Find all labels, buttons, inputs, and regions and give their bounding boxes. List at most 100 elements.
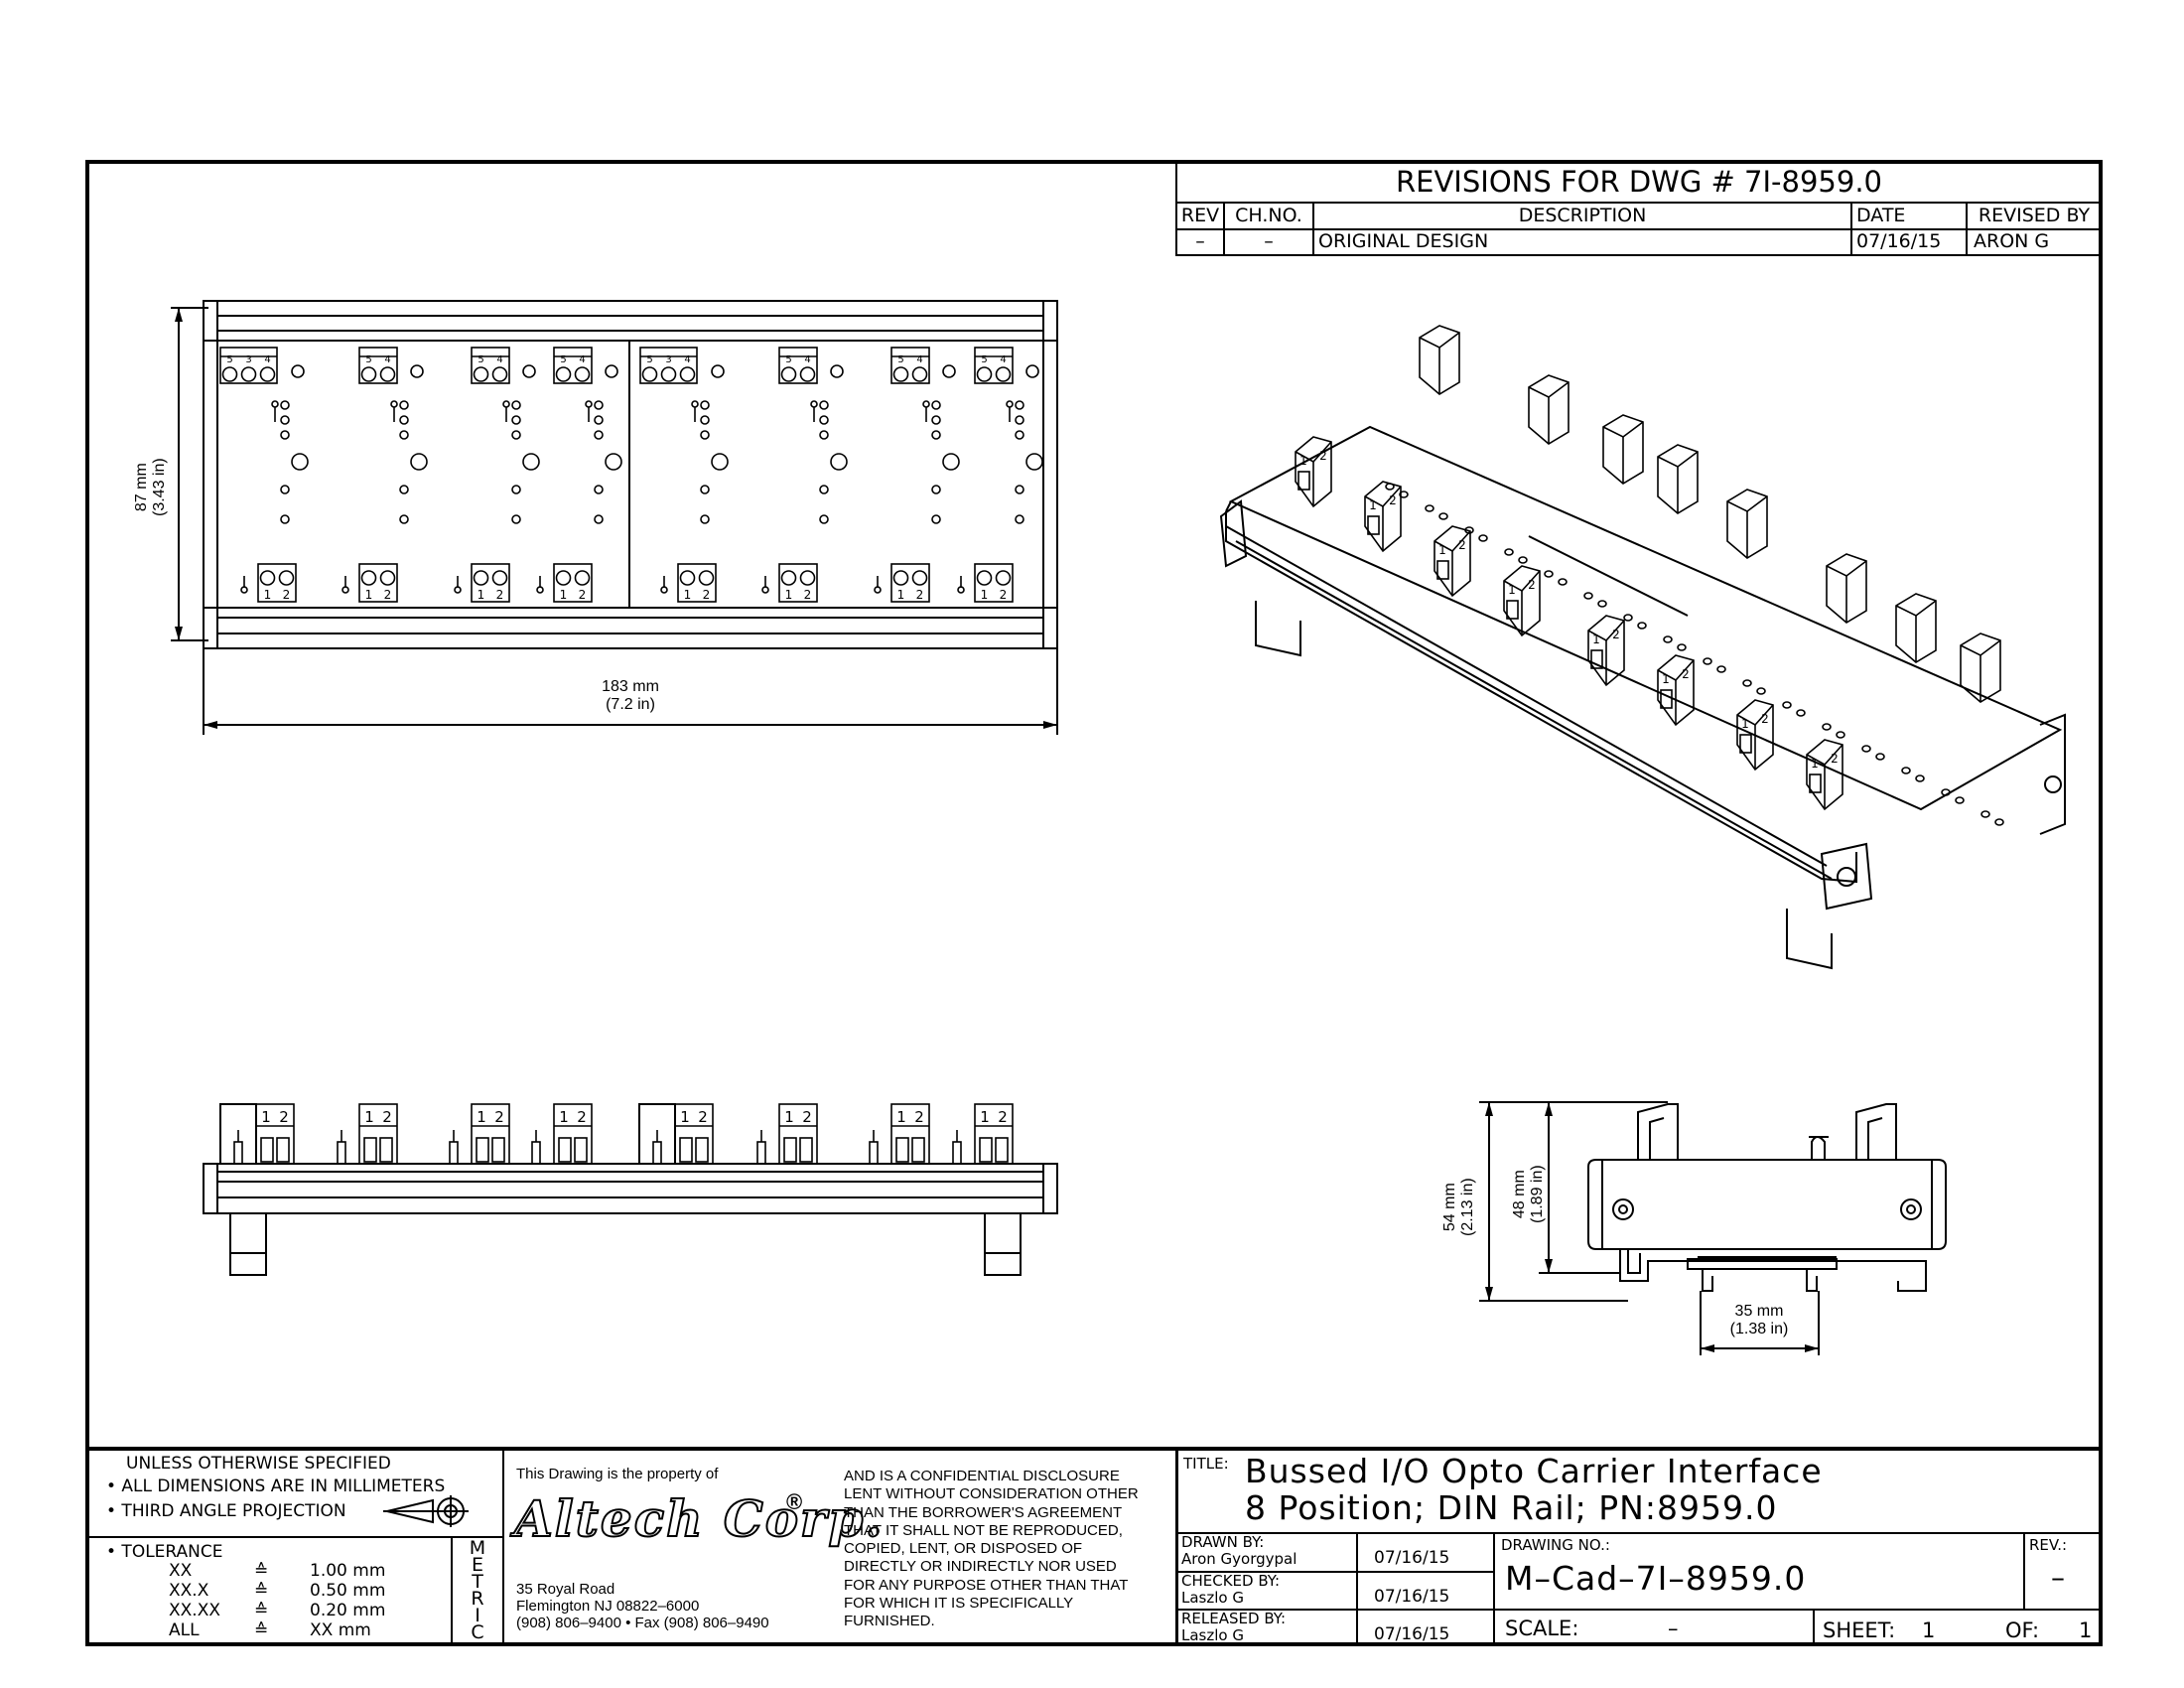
- terminal-label: 1: [896, 1108, 906, 1126]
- terminal-screw: [473, 366, 489, 382]
- description-header: DESCRIPTION: [1518, 205, 1647, 226]
- drawing-frame: [85, 160, 2103, 1646]
- terminal-label: 1: [1438, 543, 1446, 557]
- terminal-label: 1: [1741, 717, 1749, 731]
- pad: [819, 415, 829, 425]
- terminal-label: 2: [1831, 752, 1839, 766]
- revision-row-date: 07/16/15: [1856, 230, 1942, 252]
- address-phone: (908) 806–9400 • Fax (908) 806–9490: [516, 1615, 769, 1631]
- iso-pad: [1597, 600, 1607, 608]
- terminal-screw: [221, 366, 238, 382]
- checked-by-name: Laszlo G: [1181, 1589, 1244, 1607]
- terminal-opening: [276, 1137, 290, 1163]
- terminal-label: 1: [1592, 633, 1600, 646]
- terminal-label: 4: [384, 354, 390, 365]
- terminal-screw: [995, 366, 1012, 382]
- terminal-screw: [259, 570, 276, 586]
- terminal-screw: [555, 366, 572, 382]
- terminal-screw: [379, 366, 396, 382]
- terminal-label: 5: [560, 354, 566, 365]
- metric-letter: E: [471, 1554, 483, 1576]
- disclosure-line: DIRECTLY OR INDIRECTLY NOR USED: [844, 1558, 1117, 1576]
- top-terminal-block: [471, 347, 510, 384]
- tolerance-sym: ≙: [254, 1601, 269, 1620]
- iso-terminal-opening: [1297, 471, 1310, 491]
- disclosure-line: THAN THE BORROWER'S AGREEMENT: [844, 1503, 1123, 1521]
- pad: [1015, 514, 1024, 524]
- metric-letter: I: [475, 1605, 480, 1626]
- drawn-date: 07/16/15: [1374, 1548, 1450, 1568]
- terminal-label: 5: [897, 354, 903, 365]
- terminal-opening: [995, 1137, 1009, 1163]
- terminal-label: 2: [1612, 628, 1620, 641]
- pad: [700, 430, 710, 440]
- ch-no-header: CH.NO.: [1235, 205, 1302, 226]
- terminal-screw: [698, 570, 715, 586]
- iso-pad: [1518, 556, 1528, 564]
- iso-pad: [1478, 534, 1488, 542]
- side-terminal-block: [553, 1103, 593, 1165]
- terminal-label: 2: [998, 1108, 1008, 1126]
- terminal-label: 1: [559, 1108, 569, 1126]
- iso-pad: [1822, 723, 1832, 731]
- terminal-label: 1: [1508, 583, 1516, 597]
- disclosure-line: FURNISHED.: [844, 1613, 935, 1630]
- terminal-label: 1: [364, 1108, 374, 1126]
- sheet-value: 1: [1922, 1618, 1936, 1642]
- terminal-screw: [995, 570, 1012, 586]
- tolerance-fmt: XX: [169, 1561, 193, 1581]
- terminal-screw: [379, 570, 396, 586]
- drawn-by-label: DRAWN BY:: [1181, 1533, 1265, 1551]
- date-header: DATE: [1856, 205, 1906, 226]
- pad: [931, 430, 941, 440]
- top-terminal-block: [553, 347, 593, 384]
- drawn-by-name: Aron Gyorgypal: [1181, 1550, 1297, 1568]
- unless-specified: UNLESS OTHERWISE SPECIFIED: [126, 1454, 391, 1474]
- terminal-screw: [911, 366, 928, 382]
- rail-width-mm: 35 mm: [1734, 1303, 1784, 1320]
- mount-hole: [605, 364, 618, 378]
- revision-row-description: ORIGINAL DESIGN: [1318, 230, 1489, 252]
- iso-terminal-opening: [1660, 689, 1673, 709]
- terminal-screw: [892, 570, 909, 586]
- disclosure-line: FOR ANY PURPOSE OTHER THAN THAT: [844, 1576, 1129, 1594]
- released-by-label: RELEASED BY:: [1181, 1610, 1287, 1627]
- width-dim-mm: 183 mm: [602, 678, 659, 695]
- side-terminal-block: [471, 1103, 510, 1165]
- terminal-opening: [476, 1137, 489, 1163]
- terminal-label: 2: [382, 1108, 392, 1126]
- terminal-opening: [783, 1137, 797, 1163]
- terminal-label: 1: [1299, 454, 1307, 468]
- pad: [931, 485, 941, 494]
- top-view-width-dim: 183 mm (7.2 in): [556, 678, 705, 714]
- mount-hole: [410, 453, 428, 471]
- terminal-label: 5: [646, 354, 652, 365]
- iso-terminal-opening: [1436, 560, 1449, 580]
- terminal-screw: [491, 366, 508, 382]
- rail-width-in: (1.38 in): [1729, 1321, 1789, 1337]
- terminal-screw: [799, 570, 816, 586]
- pad: [280, 430, 290, 440]
- terminal-screw: [679, 570, 696, 586]
- disclosure-line: LENT WITHOUT CONSIDERATION OTHER: [844, 1485, 1139, 1503]
- title-label: TITLE:: [1183, 1455, 1229, 1473]
- terminal-screw: [574, 570, 591, 586]
- checked-by: CHECKED BY: Laszlo G: [1181, 1573, 1280, 1607]
- terminal-opening: [911, 1137, 925, 1163]
- side-terminal-block: [890, 1103, 930, 1165]
- terminal-label: 5: [365, 354, 371, 365]
- pad: [931, 400, 941, 410]
- tolerance-val: 0.20 mm: [310, 1601, 386, 1620]
- iso-terminal-opening: [1739, 734, 1752, 754]
- bottom-terminal-block: [358, 563, 398, 603]
- tolerance-val: 1.00 mm: [310, 1561, 386, 1581]
- disclosure-line: FOR WHICH IT IS SPECIFICALLY: [844, 1595, 1074, 1613]
- revisions-title: REVISIONS FOR DWG # 7I-8959.0: [1396, 165, 1882, 199]
- of-label: OF:: [2005, 1618, 2040, 1642]
- released-by: RELEASED BY: Laszlo G: [1181, 1611, 1286, 1644]
- pad: [399, 415, 409, 425]
- iso-pad: [1994, 818, 2004, 826]
- terminal-screw: [911, 570, 928, 586]
- tolerance-val: XX mm: [310, 1620, 371, 1640]
